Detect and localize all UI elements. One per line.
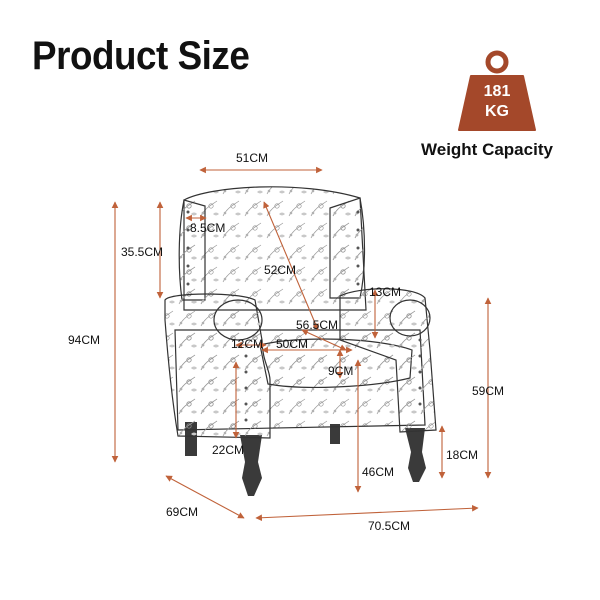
dim-arm-width: 12CM xyxy=(231,337,264,351)
nailhead-trim xyxy=(186,210,422,422)
dim-cushion-thickness: 9CM xyxy=(328,364,354,378)
dim-leg-height: 18CM xyxy=(446,448,479,462)
chair-legs xyxy=(185,422,426,496)
dim-arm-height: 13CM xyxy=(369,285,402,299)
dim-wing-depth: 8.5CM xyxy=(190,221,226,235)
dim-seat-width: 50CM xyxy=(276,337,309,351)
page-title: Product Size xyxy=(32,34,250,78)
dim-leg-inner: 22CM xyxy=(212,443,245,457)
dim-seat-depth: 56.5CM xyxy=(296,318,339,332)
dim-seat-height: 46CM xyxy=(362,465,395,479)
chair-back xyxy=(178,186,367,311)
weight-unit: KG xyxy=(485,103,509,120)
dim-total-depth: 69CM xyxy=(166,505,199,519)
dim-total-arm-height: 59CM xyxy=(472,384,505,398)
dim-wing-height: 35.5CM xyxy=(121,245,164,259)
dim-total-width: 70.5CM xyxy=(368,519,411,533)
chair-arms xyxy=(164,288,437,439)
dimension-lines xyxy=(111,166,492,522)
weight-value: 181 xyxy=(483,83,511,100)
dim-back-width: 51CM xyxy=(236,151,269,165)
weight-capacity-label: Weight Capacity xyxy=(421,140,553,159)
dim-total-height: 94CM xyxy=(68,333,101,347)
weight-icon: 181 KG xyxy=(455,48,539,132)
dim-back-height: 52CM xyxy=(264,263,297,277)
